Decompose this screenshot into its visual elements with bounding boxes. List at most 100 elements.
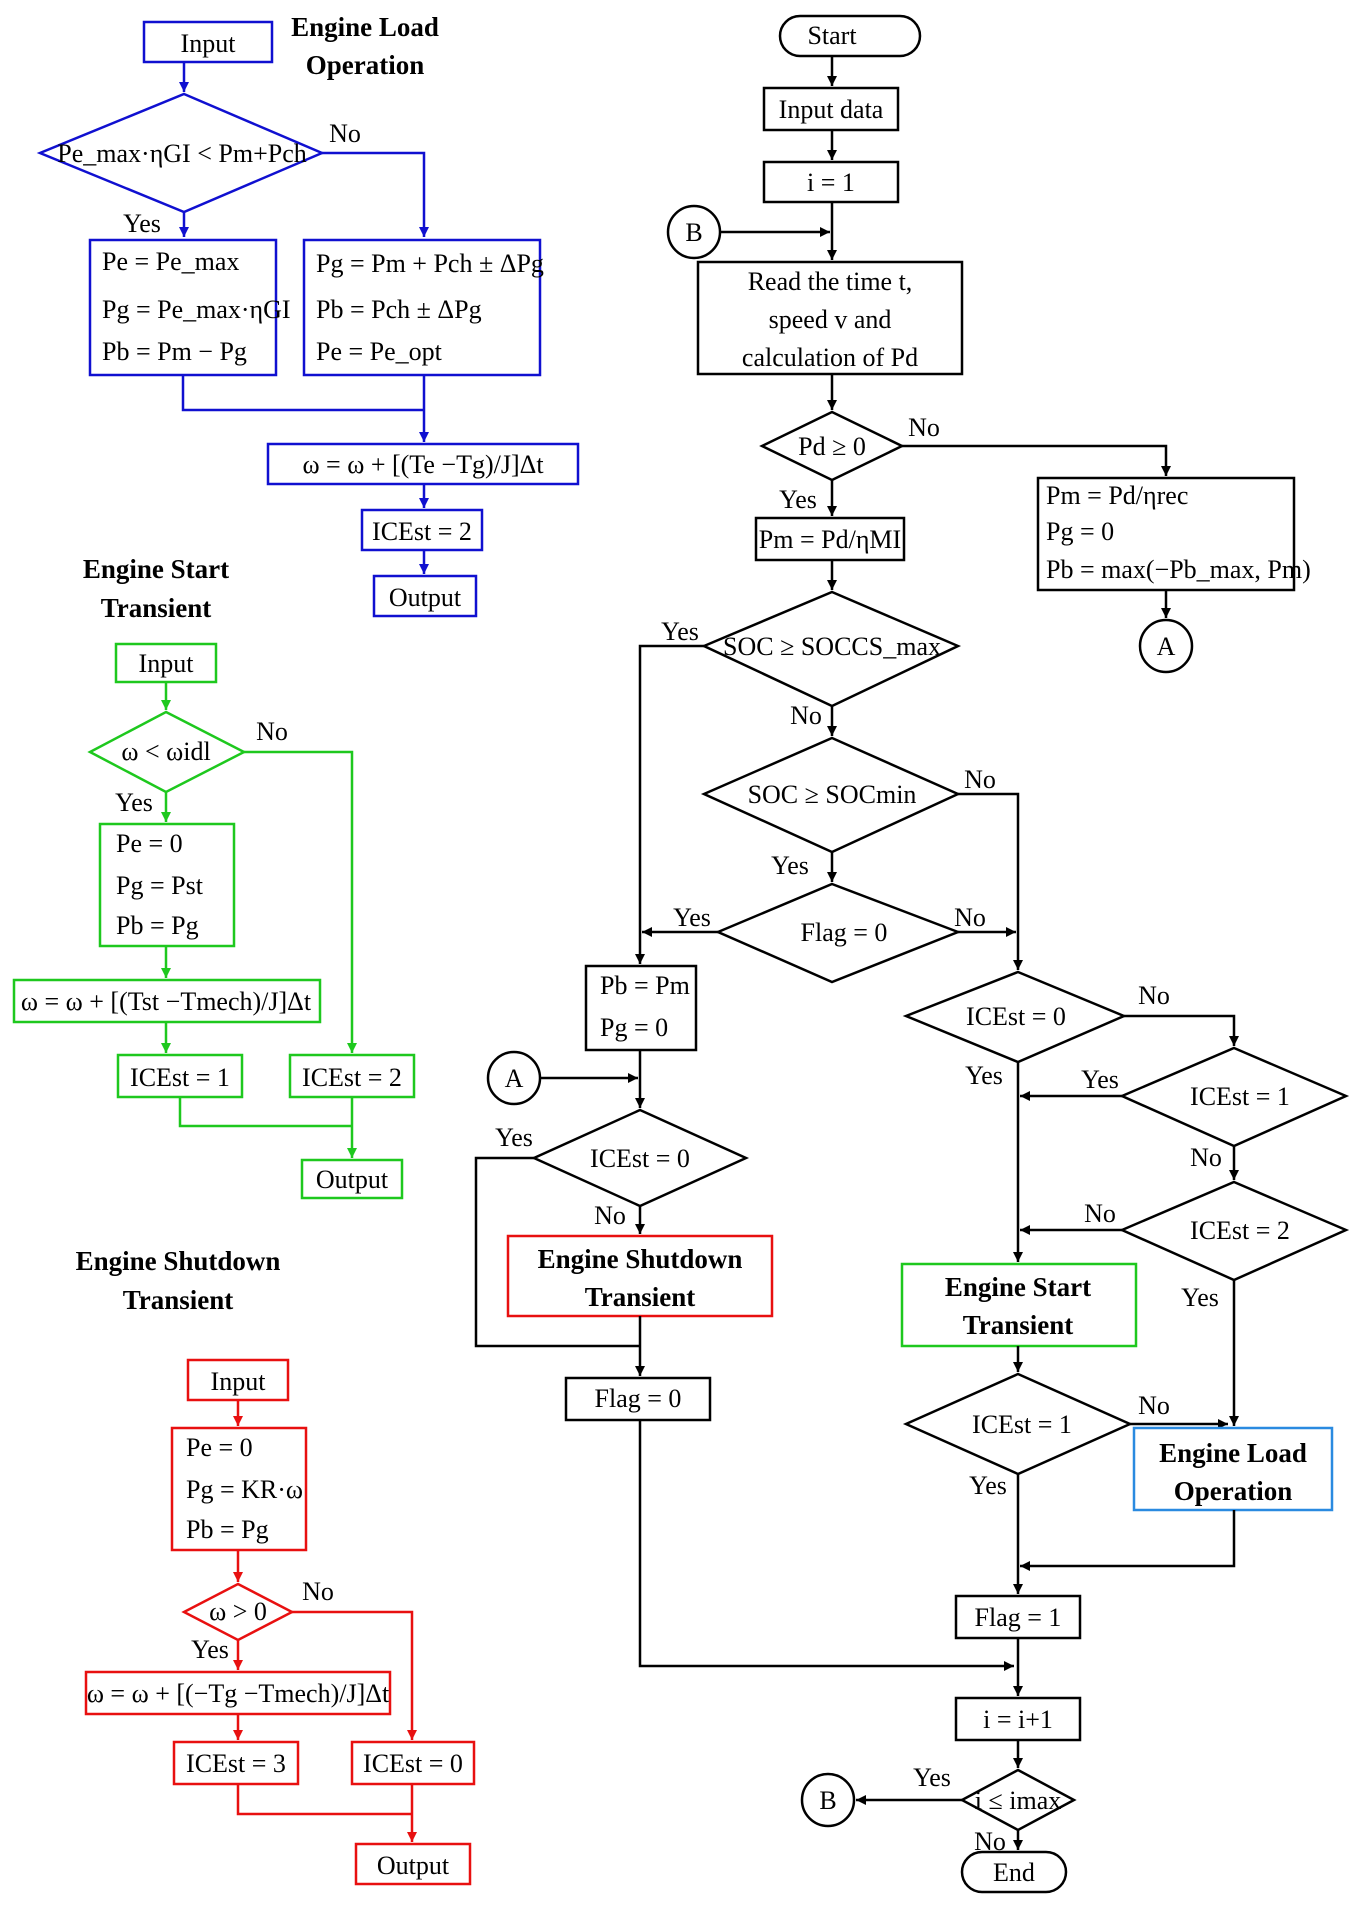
icest0-right-label: ICEst = 0 bbox=[966, 1002, 1066, 1031]
load-subprocess-line2: Operation bbox=[1174, 1476, 1293, 1506]
flag0-no-label: No bbox=[954, 903, 986, 932]
icest1-no-label: No bbox=[1190, 1143, 1222, 1172]
imax-condition-label: i ≤ imax bbox=[975, 1786, 1061, 1815]
read-time-speed-box bbox=[696, 260, 964, 376]
connector-b-bottom-label: B bbox=[819, 1786, 836, 1815]
shutdown-flowchart: Engine Shutdown Transient Input Pe = 0 P… bbox=[76, 1246, 476, 1886]
flag0-condition-diamond bbox=[714, 882, 962, 984]
shutdown-condition-label: ω > 0 bbox=[209, 1597, 267, 1626]
shutdown-icest3-label: ICEst = 3 bbox=[186, 1749, 286, 1778]
load-opt-line1: Pg = Pm + Pch ± ΔPg bbox=[316, 249, 544, 278]
imax-yes-label: Yes bbox=[913, 1763, 951, 1792]
start-power-line1: Pe = 0 bbox=[116, 829, 183, 858]
shutdown-output-box bbox=[354, 1842, 472, 1886]
connector-b-top-label: B bbox=[685, 218, 702, 247]
regen-line1: Pm = Pd/ηrec bbox=[1046, 481, 1188, 510]
flag0-yes-label: Yes bbox=[673, 903, 711, 932]
load-output-box bbox=[372, 574, 478, 618]
start-icest2-label: ICEst = 2 bbox=[302, 1063, 402, 1092]
load-output-label: Output bbox=[389, 583, 462, 612]
regen-line3: Pb = max(−Pb_max, Pm) bbox=[1046, 555, 1311, 584]
start-condition-label: ω < ωidl bbox=[121, 737, 210, 766]
pm-mi-label: Pm = Pd/ηMI bbox=[759, 525, 901, 554]
icest0-left-no-label: No bbox=[594, 1201, 626, 1230]
flag0-box-label: Flag = 0 bbox=[595, 1384, 682, 1413]
icest0-left-yes-label: Yes bbox=[495, 1123, 533, 1152]
load-title-line2: Operation bbox=[306, 50, 425, 80]
icest0-left-label: ICEst = 0 bbox=[590, 1144, 690, 1173]
shutdown-power-line2: Pg = KR·ω bbox=[186, 1475, 303, 1504]
start-subprocess-line2: Transient bbox=[963, 1310, 1074, 1340]
soc-min-yes-label: Yes bbox=[771, 851, 809, 880]
shutdown-icest3-box bbox=[172, 1740, 300, 1786]
soc-csmax-no-label: No bbox=[790, 701, 822, 730]
pb-pm-line1: Pb = Pm bbox=[600, 971, 690, 1000]
icest1-second-no-label: No bbox=[1138, 1391, 1170, 1420]
load-no-label: No bbox=[329, 119, 361, 148]
load-opt-line3: Pe = Pe_opt bbox=[316, 337, 443, 366]
shutdown-power-line3: Pb = Pg bbox=[186, 1515, 269, 1544]
start-input-label: Input bbox=[139, 649, 195, 678]
read-line3: calculation of Pd bbox=[742, 343, 918, 372]
start-title-line2: Transient bbox=[101, 593, 212, 623]
flag0-condition-label: Flag = 0 bbox=[801, 918, 888, 947]
start-title-line1: Engine Start bbox=[83, 554, 229, 584]
shutdown-yes-label: Yes bbox=[191, 1635, 229, 1664]
icest1-yes-label: Yes bbox=[1081, 1065, 1119, 1094]
pb-pm-line2: Pg = 0 bbox=[600, 1013, 668, 1042]
start-terminal-label: Start bbox=[807, 21, 857, 50]
pd-condition-label: Pd ≥ 0 bbox=[798, 432, 866, 461]
icest1-label: ICEst = 1 bbox=[1190, 1082, 1290, 1111]
start-omega-label: ω = ω + [(Tst −Tmech)/J]Δt bbox=[21, 987, 312, 1016]
load-opt-box bbox=[302, 238, 542, 377]
connector-a-right-label: A bbox=[1157, 632, 1176, 661]
shutdown-power-line1: Pe = 0 bbox=[186, 1433, 253, 1462]
init-i-label: i = 1 bbox=[807, 168, 855, 197]
load-condition-label: Pe_max·ηGI < Pm+Pch bbox=[57, 139, 306, 168]
read-line2: speed v and bbox=[769, 305, 892, 334]
end-terminal bbox=[960, 1850, 1068, 1894]
read-line1: Read the time t, bbox=[748, 267, 913, 296]
pm-mi-box bbox=[754, 516, 906, 562]
shutdown-subprocess-line1: Engine Shutdown bbox=[538, 1244, 743, 1274]
load-omega-label: ω = ω + [(Te −Tg)/J]Δt bbox=[302, 450, 544, 479]
shutdown-omega-label: ω = ω + [(−Tg −Tmech)/J]Δt bbox=[87, 1679, 390, 1708]
shutdown-output-label: Output bbox=[377, 1851, 450, 1880]
icest2-yes-label: Yes bbox=[1181, 1283, 1219, 1312]
shutdown-no-label: No bbox=[302, 1577, 334, 1606]
flag0-box bbox=[564, 1376, 712, 1422]
start-output-box bbox=[300, 1158, 404, 1200]
end-terminal-label: End bbox=[993, 1858, 1035, 1887]
load-title-line1: Engine Load bbox=[291, 12, 439, 42]
start-subprocess-line1: Engine Start bbox=[945, 1272, 1091, 1302]
load-input-box bbox=[142, 20, 274, 64]
input-data-label: Input data bbox=[779, 95, 884, 124]
connector-a-right bbox=[1138, 618, 1194, 674]
load-max-line1: Pe = Pe_max bbox=[102, 247, 239, 276]
pd-yes-label: Yes bbox=[779, 485, 817, 514]
shutdown-icest0-label: ICEst = 0 bbox=[363, 1749, 463, 1778]
load-input-label: Input bbox=[181, 29, 237, 58]
soc-csmax-yes-label: Yes bbox=[661, 617, 699, 646]
soc-csmax-label: SOC ≥ SOCCS_max bbox=[723, 632, 941, 661]
icest1-second-label: ICEst = 1 bbox=[972, 1410, 1072, 1439]
start-power-line2: Pg = Pst bbox=[116, 871, 204, 900]
icest2-label: ICEst = 2 bbox=[1190, 1216, 1290, 1245]
load-flowchart: Engine Load Operation Input Pe_max·ηGI <… bbox=[36, 12, 580, 618]
increment-i-label: i = i+1 bbox=[983, 1705, 1053, 1734]
load-yes-label: Yes bbox=[123, 209, 161, 238]
load-max-line3: Pb = Pm − Pg bbox=[102, 337, 247, 366]
load-max-line2: Pg = Pe_max·ηGI bbox=[102, 295, 291, 324]
shutdown-title-line1: Engine Shutdown bbox=[76, 1246, 281, 1276]
connector-a-left-label: A bbox=[505, 1064, 524, 1093]
soc-min-no-label: No bbox=[964, 765, 996, 794]
shutdown-input-label: Input bbox=[211, 1367, 267, 1396]
icest0-right-no-label: No bbox=[1138, 981, 1170, 1010]
start-flowchart: Engine Start Transient Input ω < ωidl No… bbox=[12, 554, 416, 1200]
shutdown-subprocess-line2: Transient bbox=[585, 1282, 696, 1312]
start-output-label: Output bbox=[316, 1165, 389, 1194]
regen-line2: Pg = 0 bbox=[1046, 517, 1114, 546]
icest1-second-yes-label: Yes bbox=[969, 1471, 1007, 1500]
shutdown-title-line2: Transient bbox=[123, 1285, 234, 1315]
